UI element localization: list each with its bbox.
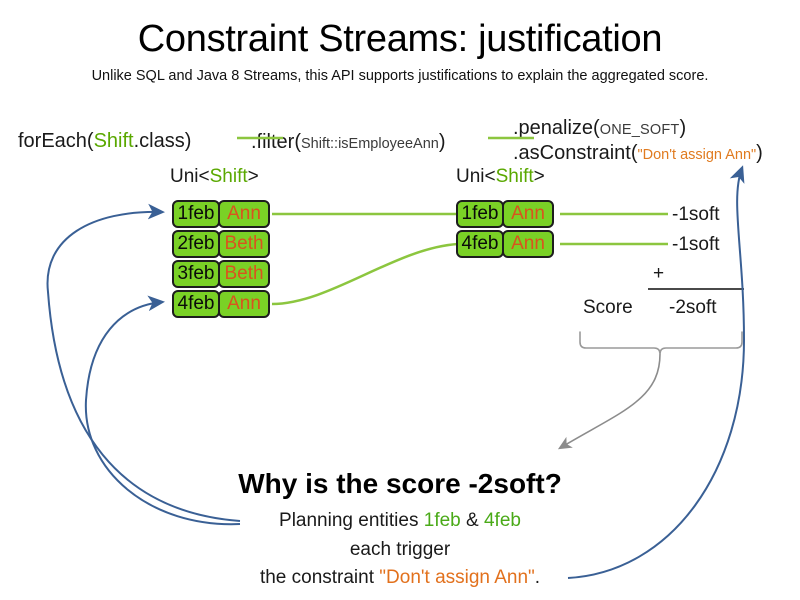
filter-prefix: .filter( xyxy=(251,131,301,153)
score-label: Score xyxy=(583,297,633,318)
score-total: -2soft xyxy=(669,297,717,318)
filter-method-ref: ::isEmployeeAnn xyxy=(330,136,439,152)
score-explanation-arrow xyxy=(557,353,661,450)
left-label-class: Shift xyxy=(209,166,248,187)
tuple-row: 4feb Ann xyxy=(172,290,270,318)
foreach-class: Shift xyxy=(93,130,134,152)
stream-line-4feb xyxy=(271,242,459,306)
foreach-suffix: .class) xyxy=(133,130,192,152)
explanation-heading: Why is the score -2soft? xyxy=(238,468,562,499)
right-label-prefix: Uni< xyxy=(456,166,496,187)
score-brace xyxy=(579,331,743,355)
tuple-date: 1feb xyxy=(456,200,504,228)
right-label-suffix: > xyxy=(533,166,545,187)
as-constraint-string: "Don't assign Ann" xyxy=(637,147,757,163)
left-label-prefix: Uni< xyxy=(170,166,210,187)
tuple-employee: Ann xyxy=(502,200,554,228)
penalty-value-2: -1soft xyxy=(672,234,720,255)
sum-rule xyxy=(648,288,744,290)
penalize-constant: ONE_SOFT xyxy=(599,122,680,138)
tuple-employee: Beth xyxy=(218,230,270,258)
tuple-row: 4feb Ann xyxy=(456,230,554,258)
explanation-line1-pre: Planning entities xyxy=(279,510,424,531)
explanation-constraint-name: "Don't assign Ann" xyxy=(379,567,535,588)
as-constraint-suffix: ) xyxy=(756,142,763,164)
tuple-employee: Ann xyxy=(218,290,270,318)
code-foreach: forEach(Shift.class) xyxy=(18,130,191,153)
explanation-line3-pre: the constraint xyxy=(259,567,380,588)
penalize-suffix: ) xyxy=(679,117,687,139)
tuple-row: 1feb Ann xyxy=(456,200,554,228)
explanation-line-1: Planning entities 1feb & 4feb xyxy=(0,510,800,532)
tuple-employee: Ann xyxy=(502,230,554,258)
foreach-prefix: forEach( xyxy=(18,130,94,152)
page-title: Constraint Streams: justification xyxy=(137,18,663,60)
explanation-line-3: the constraint "Don't assign Ann". xyxy=(0,567,800,589)
code-as-constraint: .asConstraint("Don't assign Ann") xyxy=(513,142,763,165)
filter-class: Shift xyxy=(301,136,331,152)
explanation-date-b: 4feb xyxy=(483,510,521,531)
tuple-date: 3feb xyxy=(172,260,220,288)
code-penalize: .penalize(ONE_SOFT) xyxy=(513,117,686,140)
explanation-date-a: 1feb xyxy=(423,510,461,531)
filter-suffix: ) xyxy=(438,131,446,153)
penalty-value-1: -1soft xyxy=(672,204,720,225)
tuple-row: 1feb Ann xyxy=(172,200,270,228)
page-subtitle: Unlike SQL and Java 8 Streams, this API … xyxy=(91,68,709,84)
explanation-amp: & xyxy=(460,510,484,531)
tuple-employee: Beth xyxy=(218,260,270,288)
explanation-line3-post: . xyxy=(534,567,541,588)
tuple-date: 4feb xyxy=(172,290,220,318)
right-label-class: Shift xyxy=(495,166,534,187)
tuple-employee: Ann xyxy=(218,200,270,228)
code-filter: .filter(Shift::isEmployeeAnn) xyxy=(251,131,446,154)
explanation-line-2: each trigger xyxy=(349,539,451,560)
stream-label-left: Uni<Shift> xyxy=(170,166,259,188)
as-constraint-prefix: .asConstraint( xyxy=(513,142,638,164)
left-label-suffix: > xyxy=(247,166,259,187)
penalize-prefix: .penalize( xyxy=(513,117,600,139)
tuple-date: 1feb xyxy=(172,200,220,228)
stream-label-right: Uni<Shift> xyxy=(456,166,545,188)
tuple-date: 4feb xyxy=(456,230,504,258)
tuple-date: 2feb xyxy=(172,230,220,258)
sum-operator: + xyxy=(653,263,665,284)
tuple-row: 3feb Beth xyxy=(172,260,270,288)
tuple-row: 2feb Beth xyxy=(172,230,270,258)
